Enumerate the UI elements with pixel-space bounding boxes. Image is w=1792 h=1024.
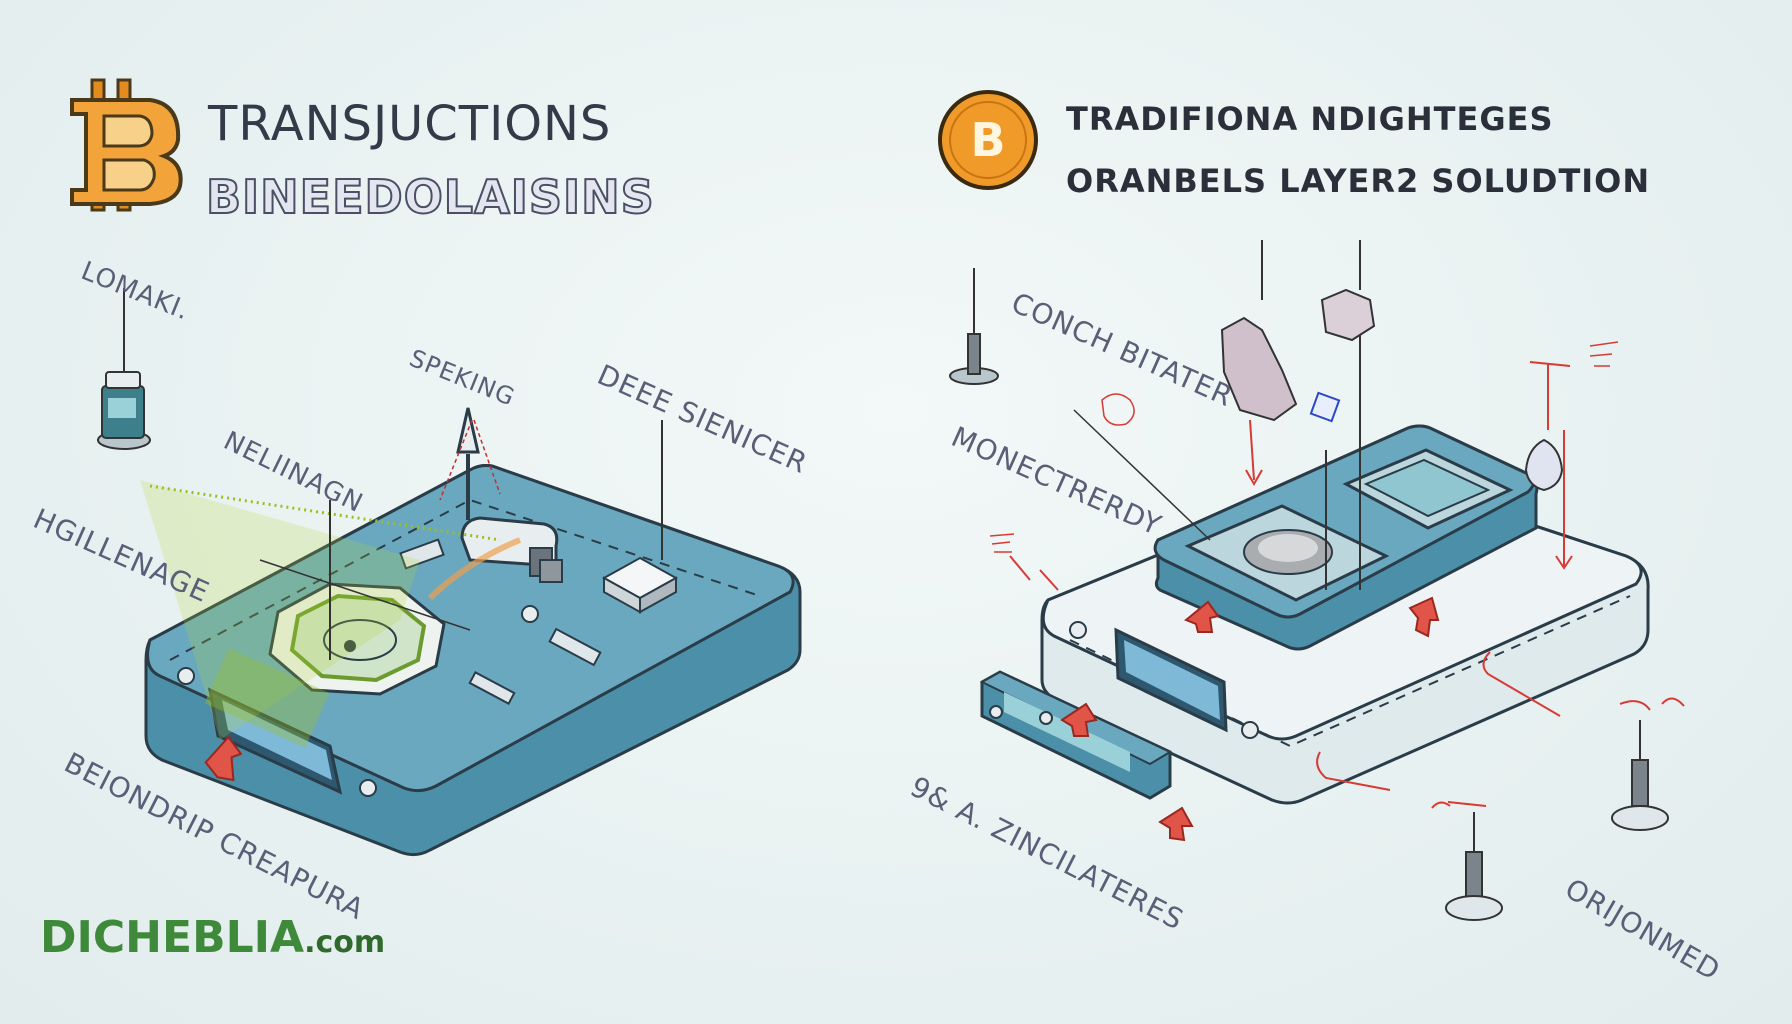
right-title-line1: TRADIFIONA NDIGHTEGES — [1066, 100, 1554, 138]
red-sketch-marks — [989, 341, 1619, 553]
right-title-line2: ORANBELS LAYER2 SOLUDTION — [1066, 162, 1651, 200]
watermark-domain: .com — [304, 925, 386, 960]
watermark-logo: DICHEBLIA.com — [40, 912, 385, 963]
bitcoin-symbol-icon — [70, 78, 183, 212]
bitcoin-coin-icon: B — [938, 90, 1038, 190]
crystal-icon — [1220, 288, 1376, 423]
antenna-icon — [427, 407, 522, 601]
left-title-line2: BINEEDOLAISINS — [205, 169, 655, 225]
watermark-text: DICHEBLIA — [40, 912, 305, 963]
red-arrows — [1060, 596, 1440, 842]
svg-text:B: B — [970, 113, 1005, 167]
left-title-line1: TRANSJUCTIONS — [208, 96, 612, 152]
red-annotations — [1009, 361, 1685, 809]
layer2-device — [1040, 424, 1650, 805]
canister-icon — [97, 288, 151, 450]
tower-icon — [1445, 438, 1669, 921]
post-icon — [949, 333, 999, 385]
blockchain-device — [144, 464, 802, 857]
